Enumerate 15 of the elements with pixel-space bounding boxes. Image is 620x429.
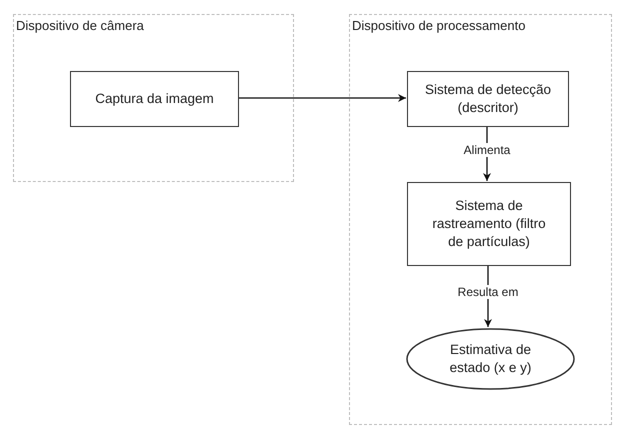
process-box bbox=[407, 182, 571, 266]
node-text: Captura da imagem bbox=[95, 90, 214, 108]
group-container bbox=[349, 14, 612, 425]
node-text: Sistema de rastreamento (filtro de partículas) bbox=[431, 197, 547, 251]
process-box bbox=[70, 71, 239, 127]
arrow bbox=[238, 94, 406, 102]
group-title: Dispositivo de processamento bbox=[352, 18, 526, 33]
node-text: Estimativa de estado (x e y) bbox=[448, 341, 532, 377]
edge-label: Resulta em bbox=[456, 285, 520, 299]
edge-label: Alimenta bbox=[462, 142, 512, 156]
group-title: Dispositivo de câmera bbox=[16, 18, 144, 33]
state-ellipse bbox=[406, 328, 575, 390]
group-container bbox=[13, 14, 294, 182]
node-text: Sistema de detecção (descritor) bbox=[424, 81, 552, 117]
process-box bbox=[407, 71, 569, 127]
